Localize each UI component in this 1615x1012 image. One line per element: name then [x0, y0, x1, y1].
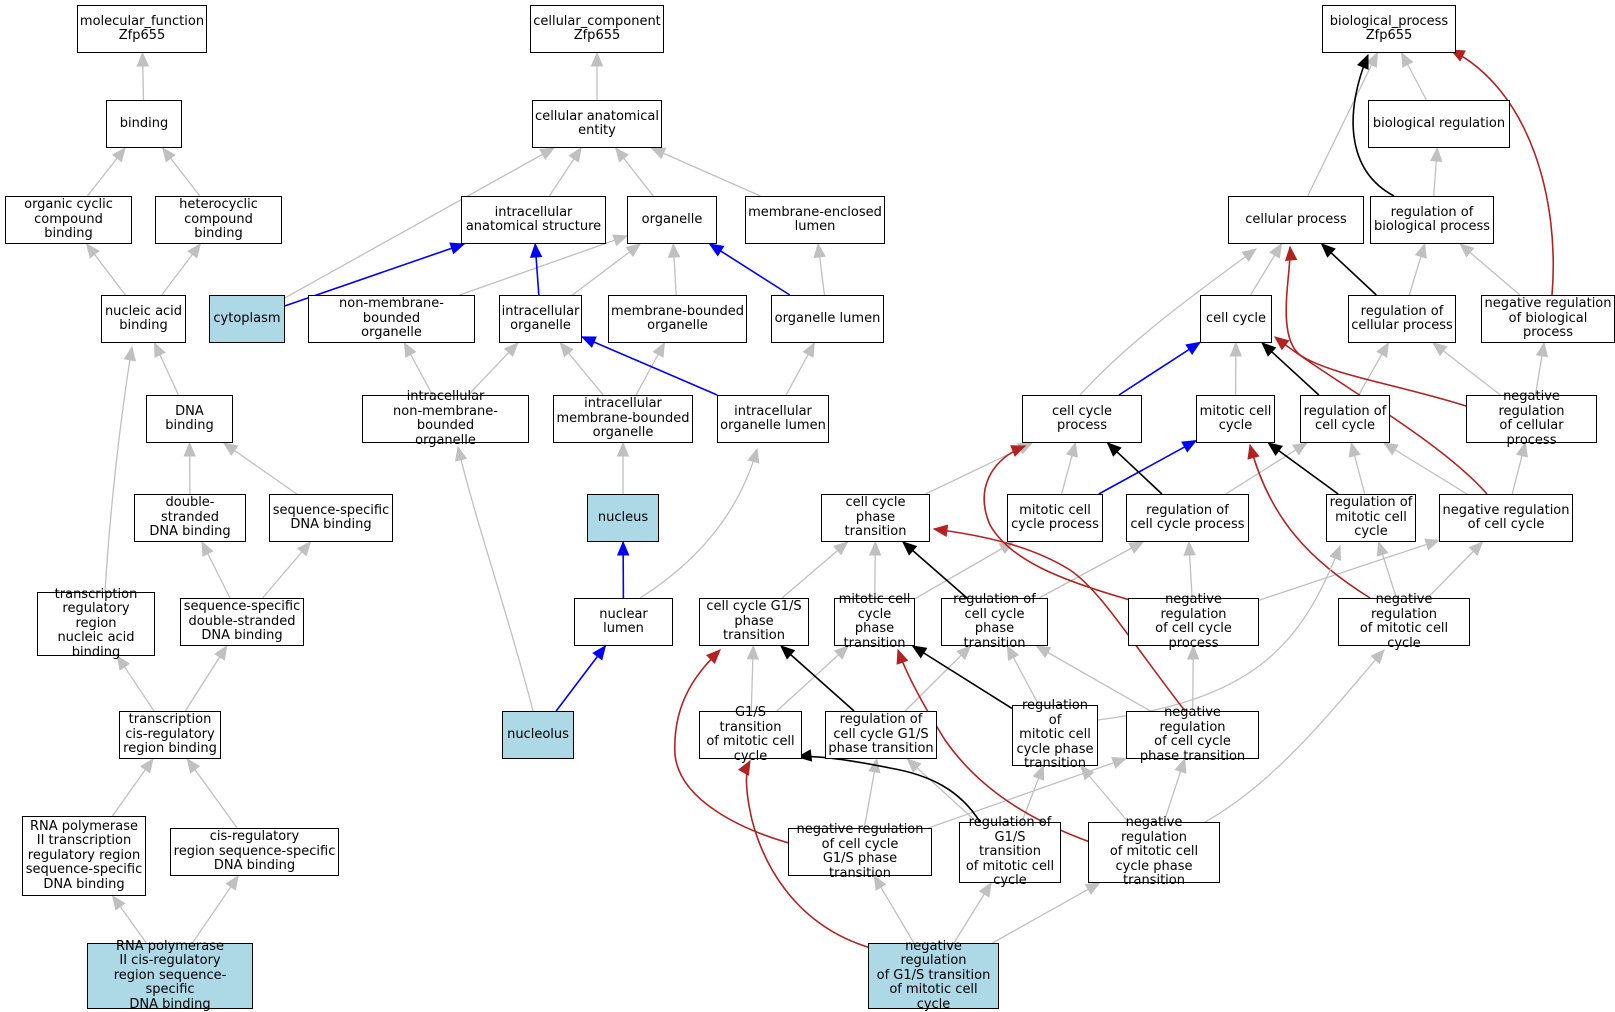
- term-node-mccpt[interactable]: mitotic cell cycle phase transition: [834, 598, 915, 646]
- term-node-regcc[interactable]: regulation of cell cycle: [1300, 395, 1390, 443]
- term-node-nrbp[interactable]: negative regulation of biological proces…: [1481, 295, 1615, 343]
- term-node-regccpt[interactable]: regulation of cell cycle phase transitio…: [941, 598, 1048, 646]
- term-node-mccp[interactable]: mitotic cell cycle process: [1007, 494, 1103, 542]
- term-node-hcb[interactable]: heterocyclic compound binding: [155, 196, 282, 244]
- term-node-iol[interactable]: intracellular organelle lumen: [717, 395, 829, 443]
- term-node-nrcp[interactable]: negative regulation of cellular process: [1466, 395, 1597, 443]
- term-node-regccg1s[interactable]: regulation of cell cycle G1/S phase tran…: [825, 711, 937, 759]
- term-node-cae[interactable]: cellular anatomical entity: [532, 100, 662, 148]
- term-node-ol[interactable]: organelle lumen: [771, 295, 884, 343]
- term-node-ssdsdna[interactable]: sequence-specific double-stranded DNA bi…: [180, 598, 304, 646]
- term-node-g1smcc[interactable]: G1/S transition of mitotic cell cycle: [699, 711, 802, 759]
- term-node-rnap2cis[interactable]: RNA polymerase II cis-regulatory region …: [87, 943, 253, 1009]
- term-node-ocb[interactable]: organic cyclic compound binding: [5, 196, 132, 244]
- term-node-binding[interactable]: binding: [106, 100, 182, 148]
- term-node-regmcc[interactable]: regulation of mitotic cell cycle: [1326, 494, 1416, 542]
- term-node-nrccpt[interactable]: negative regulation of cell cycle phase …: [1126, 711, 1259, 759]
- term-node-nrmcc[interactable]: negative regulation of mitotic cell cycl…: [1338, 598, 1470, 646]
- term-node-mcc[interactable]: mitotic cell cycle: [1196, 395, 1275, 443]
- term-node-dsdna[interactable]: double-stranded DNA binding: [134, 494, 246, 542]
- term-node-regbp[interactable]: regulation of biological process: [1370, 196, 1494, 244]
- term-node-bp[interactable]: biological_process Zfp655: [1322, 5, 1456, 53]
- term-node-nrccp[interactable]: negative regulation of cell cycle proces…: [1128, 598, 1259, 646]
- term-node-cc[interactable]: cellular_component Zfp655: [530, 5, 664, 53]
- term-node-crrssb[interactable]: cis-regulatory region sequence-specific …: [170, 828, 339, 876]
- term-node-nucleolus[interactable]: nucleolus: [502, 711, 574, 759]
- term-node-io[interactable]: intracellular organelle: [499, 295, 582, 343]
- term-node-dnab[interactable]: DNA binding: [146, 395, 233, 443]
- term-node-ccpt[interactable]: cell cycle phase transition: [821, 494, 930, 542]
- term-node-ssdna[interactable]: sequence-specific DNA binding: [269, 494, 393, 542]
- term-node-cellcycle[interactable]: cell cycle: [1200, 295, 1272, 343]
- term-node-ias[interactable]: intracellular anatomical structure: [461, 196, 606, 244]
- term-node-regg1smcc[interactable]: regulation of G1/S transition of mitotic…: [959, 822, 1061, 883]
- term-node-mf[interactable]: molecular_function Zfp655: [77, 5, 207, 53]
- term-node-nucleus[interactable]: nucleus: [587, 494, 659, 542]
- term-node-nrcc[interactable]: negative regulation of cell cycle: [1439, 494, 1573, 542]
- term-node-nrmccpt[interactable]: negative regulation of mitotic cell cycl…: [1088, 822, 1220, 883]
- term-node-mbo[interactable]: membrane-bounded organelle: [608, 295, 747, 343]
- term-node-nuclumen[interactable]: nuclear lumen: [574, 598, 673, 646]
- term-node-regcp[interactable]: regulation of cellular process: [1348, 295, 1456, 343]
- term-node-regccp[interactable]: regulation of cell cycle process: [1126, 494, 1249, 542]
- term-node-nmbo[interactable]: non-membrane-bounded organelle: [308, 295, 475, 343]
- term-node-cytoplasm[interactable]: cytoplasm: [209, 295, 285, 343]
- term-node-mel[interactable]: membrane-enclosed lumen: [745, 196, 885, 244]
- term-node-inmbo[interactable]: intracellular non-membrane-bounded organ…: [362, 395, 529, 443]
- term-node-tcrrb[interactable]: transcription cis-regulatory region bind…: [119, 711, 221, 759]
- term-node-ccp[interactable]: cell cycle process: [1022, 395, 1142, 443]
- term-node-biolreg[interactable]: biological regulation: [1368, 100, 1510, 148]
- term-node-rnap2trr[interactable]: RNA polymerase II transcription regulato…: [22, 816, 146, 896]
- term-node-nrg1smcc[interactable]: negative regulation of G1/S transition o…: [868, 943, 999, 1009]
- term-node-organelle[interactable]: organelle: [627, 196, 717, 244]
- term-node-nrccg1s[interactable]: negative regulation of cell cycle G1/S p…: [788, 828, 932, 876]
- term-node-g1spt[interactable]: cell cycle G1/S phase transition: [699, 598, 809, 646]
- term-node-imbo[interactable]: intracellular membrane-bounded organelle: [553, 395, 693, 443]
- term-node-regmccpt[interactable]: regulation of mitotic cell cycle phase t…: [1012, 705, 1098, 766]
- term-node-nab[interactable]: nucleic acid binding: [101, 295, 186, 343]
- term-node-cellproc[interactable]: cellular process: [1228, 196, 1364, 244]
- term-node-trrnab[interactable]: transcription regulatory region nucleic …: [37, 592, 155, 656]
